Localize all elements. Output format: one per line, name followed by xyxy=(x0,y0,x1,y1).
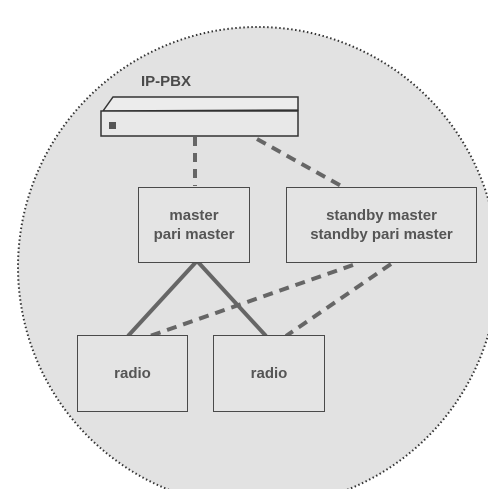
radio-box-left: radio xyxy=(77,335,188,412)
link-standby-radio-left xyxy=(149,263,354,338)
pbx-label: IP-PBX xyxy=(140,73,191,90)
master-box-line2: pari master xyxy=(153,226,235,243)
standby-master-box: standby master standby pari master xyxy=(286,187,477,263)
link-master-radio-right xyxy=(196,260,268,338)
master-box: master pari master xyxy=(138,187,250,263)
link-standby-radio-right xyxy=(284,262,393,338)
master-box-line1: master xyxy=(169,207,219,224)
radio-box-right: radio xyxy=(213,335,325,412)
link-master-radio-left xyxy=(126,260,198,338)
radio-left-label: radio xyxy=(114,365,151,382)
standby-box-line2: standby pari master xyxy=(310,226,453,243)
standby-box-line1: standby master xyxy=(326,207,437,224)
radio-right-label: radio xyxy=(250,365,288,382)
network-device-icon xyxy=(100,96,299,137)
